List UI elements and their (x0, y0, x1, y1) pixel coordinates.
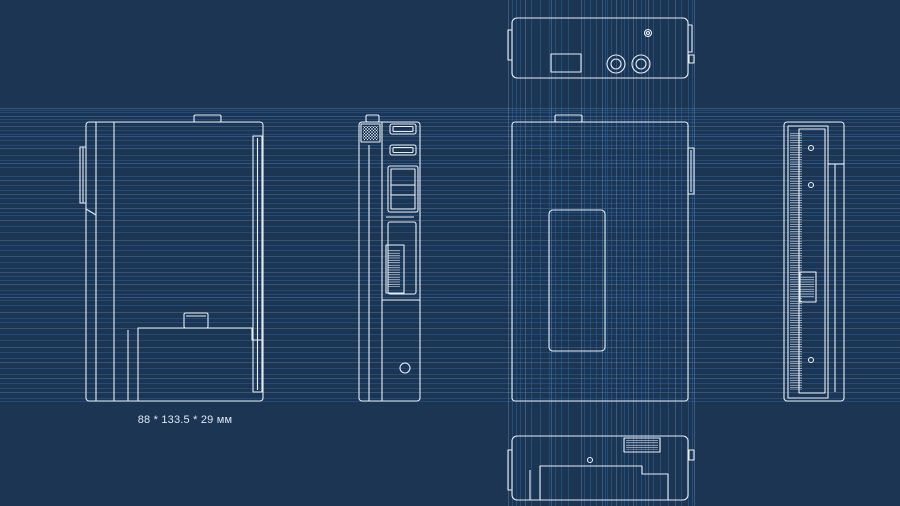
side-view-button-1 (389, 123, 417, 135)
dimensions-label: 88 * 133.5 * 29 мм (137, 414, 233, 426)
top-view-jack-1 (606, 54, 626, 74)
front-view (79, 114, 264, 402)
top-view (507, 17, 695, 79)
front-view-eject-button (183, 312, 209, 329)
vertical-guide-lines (508, 0, 695, 506)
back-view (511, 114, 695, 402)
front-view-side-panel (252, 135, 263, 393)
bottom-view-screw (586, 456, 594, 464)
top-view-switch (550, 53, 582, 73)
bottom-view-grille (623, 437, 661, 453)
top-view-jack-2 (631, 54, 651, 74)
bottom-view-body (511, 435, 689, 501)
rail-view-body (783, 121, 845, 402)
bottom-view (507, 435, 695, 501)
side-view-body (358, 121, 421, 402)
side-view-volume-wheel (385, 244, 405, 294)
top-view-body (511, 17, 689, 79)
side-rail-view (783, 121, 845, 402)
side-controls-view (358, 114, 421, 402)
side-view-switch-block (387, 165, 419, 213)
side-view-jack (399, 362, 411, 374)
rail-view-slider (799, 271, 817, 303)
back-view-side-button (687, 147, 695, 195)
front-view-top-button (193, 114, 222, 123)
side-view-speaker-grille (360, 123, 381, 143)
front-view-cassette-door (137, 327, 262, 401)
back-view-body (511, 121, 689, 402)
top-view-led (643, 28, 653, 38)
bottom-view-door (539, 465, 669, 500)
side-view-button-2 (389, 144, 417, 156)
front-view-body (85, 121, 264, 402)
rail-view-inner (787, 125, 829, 399)
rail-view-strip (798, 128, 826, 394)
horizontal-guide-lines (0, 108, 900, 402)
back-view-window (548, 209, 606, 352)
